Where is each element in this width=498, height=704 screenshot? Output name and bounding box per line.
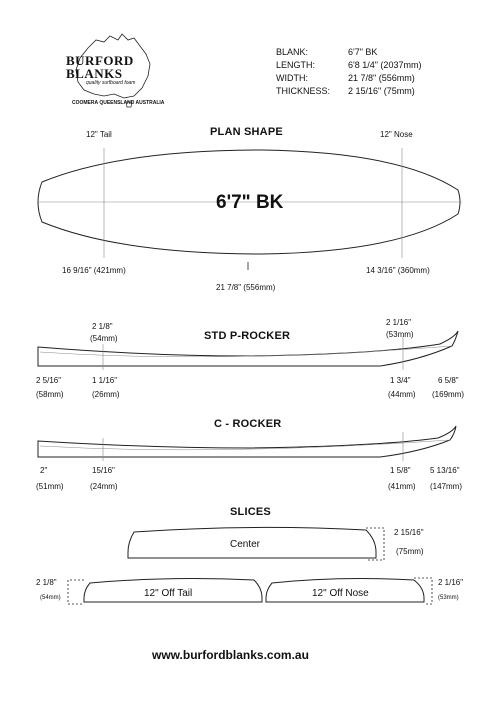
c-rocker-outline: [37, 425, 457, 458]
nose-slice-thickness: 2 1/16": [438, 578, 464, 587]
c-rocker-nose-rocker: 1 5/8": [390, 466, 411, 475]
std-rocker-nose-rocker-mm: (44mm): [388, 390, 416, 399]
slices-heading: SLICES: [230, 506, 271, 518]
plan-nose-width: 14 3/16" (360mm): [366, 266, 430, 275]
tail-slice-thickness: 2 1/8": [36, 578, 57, 587]
australia-map-icon: [75, 33, 151, 99]
center-slice-thickness: 2 15/16": [394, 528, 424, 537]
std-rocker-heading: STD P-ROCKER: [204, 330, 291, 342]
plan-center-width: 21 7/8" (556mm): [216, 283, 276, 292]
c-rocker-tail-rocker-mm: (24mm): [90, 482, 118, 491]
spec-key: THICKNESS:: [276, 86, 331, 96]
logo-tagline: quality surfboard foam: [86, 80, 136, 86]
std-rocker-nose-end: 6 5/8": [438, 376, 459, 385]
c-rocker-nose-end-mm: (147mm): [430, 482, 463, 491]
spec-key: LENGTH:: [276, 60, 316, 70]
c-rocker-tail-end: 2": [40, 466, 48, 475]
footer-url: www.burfordblanks.com.au: [152, 648, 309, 662]
std-rocker-tail12-mm: (54mm): [90, 334, 118, 343]
spec-key: BLANK:: [276, 47, 309, 57]
c-rocker-tail-end-mm: (51mm): [36, 482, 64, 491]
std-rocker-outline: [37, 330, 459, 367]
c-rocker-deck-curve: [39, 439, 451, 451]
c-rocker-nose-rocker-mm: (41mm): [388, 482, 416, 491]
spec-value: 2 15/16" (75mm): [348, 86, 415, 96]
plan-shape-heading: PLAN SHAPE: [210, 126, 283, 138]
std-rocker-tail-end: 2 5/16": [36, 376, 62, 385]
tail-slice-label: 12" Off Tail: [144, 588, 193, 599]
std-rocker-tail-end-mm: (58mm): [36, 390, 64, 399]
c-rocker-tail-rocker: 15/16": [92, 466, 115, 475]
std-rocker-tail12-value: 2 1/8": [92, 322, 113, 331]
spec-value: 21 7/8" (556mm): [348, 73, 415, 83]
nose-slice-outline: [265, 578, 425, 603]
std-rocker-nose12-value: 2 1/16": [386, 318, 412, 327]
center-slice-thickness-mm: (75mm): [396, 547, 424, 556]
tasmania-icon: [125, 101, 133, 108]
center-slice-dim: [366, 527, 385, 561]
c-rocker-nose-end: 5 13/16": [430, 466, 460, 475]
std-rocker-nose12-mm: (53mm): [386, 330, 414, 339]
logo-subline: COOMERA QUEENSLAND AUSTRALIA: [72, 100, 165, 106]
std-rocker-nose-rocker: 1 3/4": [390, 376, 411, 385]
c-rocker-heading: C - ROCKER: [214, 418, 282, 430]
spec-value: 6'7" BK: [348, 47, 378, 57]
std-rocker-nose-end-mm: (169mm): [432, 390, 465, 399]
plan-model-label: 6'7" BK: [216, 192, 284, 213]
std-rocker-tail-rocker: 1 1/16": [92, 376, 118, 385]
plan-nose-marker: 12" Nose: [380, 130, 413, 139]
plan-tail-marker: 12" Tail: [86, 130, 112, 139]
center-slice-outline: [127, 526, 377, 559]
center-slice-label: Center: [230, 539, 261, 550]
plan-tail-width: 16 9/16" (421mm): [62, 266, 126, 275]
spec-value: 6'8 1/4" (2037mm): [348, 60, 422, 70]
std-rocker-tail-rocker-mm: (26mm): [92, 390, 120, 399]
tail-slice-thickness-mm: (54mm): [40, 595, 61, 601]
plan-shape-outline: [37, 149, 461, 255]
nose-slice-dim: [414, 577, 433, 605]
logo-line2: BLANKS: [66, 66, 123, 81]
logo-line1: BURFORD: [66, 53, 134, 68]
logo: BURFORD BLANKS: [66, 54, 134, 80]
nose-slice-label: 12" Off Nose: [312, 588, 369, 599]
spec-key: WIDTH:: [276, 73, 308, 83]
tail-slice-outline: [83, 578, 263, 603]
nose-slice-thickness-mm: (53mm): [438, 595, 459, 601]
std-rocker-deck-curve: [39, 345, 453, 358]
tail-slice-dim: [67, 579, 84, 605]
